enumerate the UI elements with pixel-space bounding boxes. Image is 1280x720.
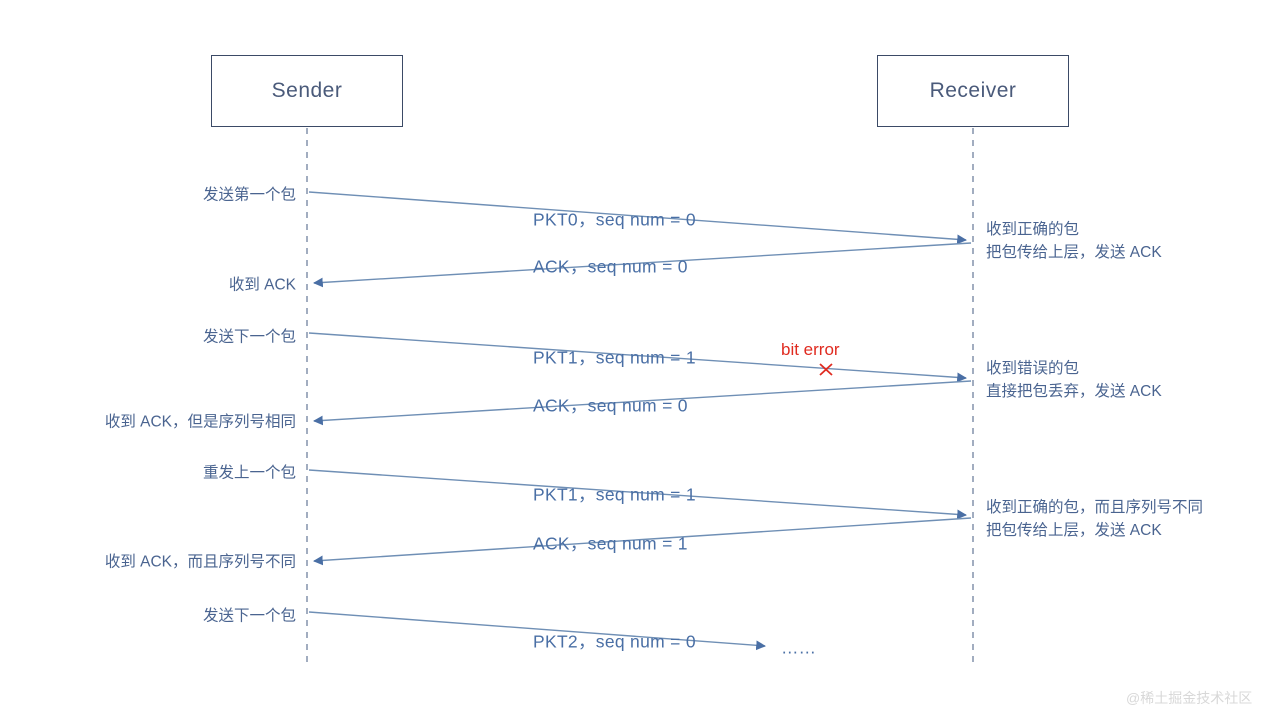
message-arrow-m1 — [308, 191, 967, 245]
participant-box-sender[interactable]: Sender — [211, 55, 403, 127]
message-label-m2: ACK，seq num = 0 — [533, 256, 688, 277]
message-label-m4: ACK，seq num = 0 — [533, 395, 688, 416]
sender-step-label-m1: 发送第一个包 — [202, 186, 296, 204]
message-arrow-m4 — [313, 380, 972, 426]
message-label-m6: ACK，seq num = 1 — [533, 533, 688, 554]
sender-step-label-m2: 收到 ACK — [228, 276, 296, 294]
message-arrow-m7 — [308, 611, 766, 651]
message-arrow-m2 — [313, 242, 972, 288]
receiver-note-n1: 收到正确的包 把包传给上层，发送 ACK — [986, 218, 1162, 264]
message-label-m3: PKT1，seq num = 1 — [533, 347, 696, 368]
receiver-note-n1-line1: 收到正确的包 — [986, 221, 1080, 238]
message-trailing-ellipsis: …… — [781, 637, 816, 658]
receiver-note-n1-line2: 把包传给上层，发送 ACK — [986, 244, 1162, 261]
participant-label-receiver: Receiver — [929, 79, 1017, 102]
receiver-note-n2-line2: 直接把包丢弃，发送 ACK — [986, 383, 1162, 400]
message-label-m5: PKT1，seq num = 1 — [533, 484, 696, 505]
receiver-note-n2: 收到错误的包 直接把包丢弃，发送 ACK — [986, 357, 1162, 403]
message-arrow-m6 — [313, 517, 972, 566]
sender-step-label-m4: 收到 ACK，但是序列号相同 — [104, 413, 296, 431]
receiver-note-n3: 收到正确的包，而且序列号不同 把包传给上层，发送 ACK — [986, 496, 1203, 542]
sender-step-label-m7: 发送下一个包 — [202, 607, 296, 625]
message-label-m7: PKT2，seq num = 0 — [533, 631, 696, 652]
message-label-m1: PKT0，seq num = 0 — [533, 209, 696, 230]
participant-label-sender: Sender — [271, 79, 343, 102]
sender-step-label-m6: 收到 ACK，而且序列号不同 — [104, 553, 296, 571]
receiver-note-n3-line2: 把包传给上层，发送 ACK — [986, 522, 1162, 539]
receiver-note-n3-line1: 收到正确的包，而且序列号不同 — [986, 499, 1204, 516]
watermark: @稀土掘金技术社区 — [1126, 690, 1253, 706]
receiver-note-n2-line1: 收到错误的包 — [986, 360, 1080, 377]
message-arrow-m5 — [308, 469, 967, 520]
participant-box-receiver[interactable]: Receiver — [877, 55, 1069, 127]
bit-error-cross-icon — [819, 363, 833, 376]
bit-error-label: bit error — [781, 340, 840, 359]
sender-step-label-m5: 重发上一个包 — [202, 464, 296, 482]
sender-step-label-m3: 发送下一个包 — [202, 328, 296, 346]
message-arrow-m3 — [308, 332, 967, 383]
